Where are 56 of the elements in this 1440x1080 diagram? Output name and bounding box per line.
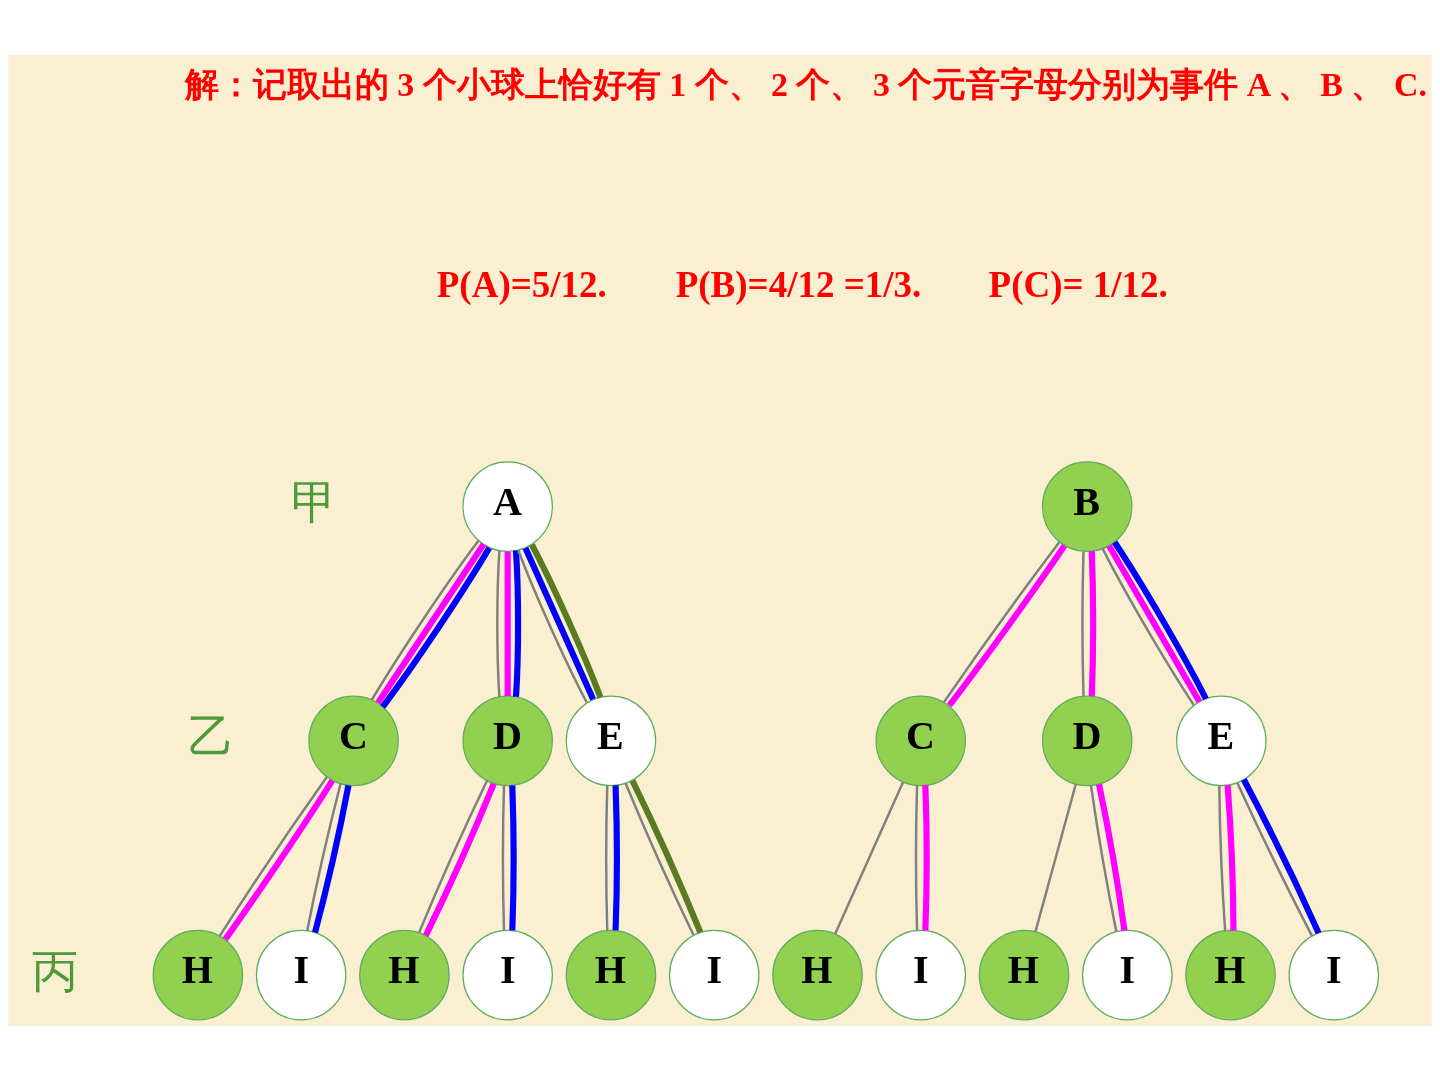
connector	[1034, 783, 1077, 932]
connector	[1224, 784, 1237, 930]
node-circle: D	[462, 695, 553, 786]
node-circle: H	[152, 929, 244, 1020]
label: 甲	[291, 474, 338, 529]
connector	[1101, 547, 1195, 706]
node-circle: H	[565, 929, 657, 1020]
connector	[922, 784, 930, 931]
connector	[501, 785, 506, 930]
node-circle: I	[1081, 929, 1173, 1020]
node-circle: I	[255, 929, 347, 1020]
node-circle: I	[668, 929, 760, 1020]
label: 乙	[187, 708, 234, 763]
connector	[522, 546, 596, 701]
node-circle: I	[875, 929, 967, 1020]
node-circle: I	[1288, 929, 1380, 1020]
node-circle: H	[359, 929, 450, 1020]
connector	[1088, 550, 1097, 696]
connector	[1218, 785, 1227, 931]
connector	[1081, 551, 1085, 696]
connector	[306, 782, 342, 931]
label: 丙	[32, 943, 79, 998]
node-circle: H	[772, 929, 863, 1020]
connector	[624, 782, 695, 935]
node-circle: A	[462, 460, 553, 552]
connector	[417, 779, 489, 933]
connector	[504, 551, 511, 696]
connector	[612, 784, 620, 931]
node-circle: H	[978, 929, 1070, 1020]
connector	[517, 549, 588, 703]
connector	[423, 782, 497, 937]
node-circle: B	[1041, 460, 1133, 552]
connector	[529, 542, 604, 698]
connector	[629, 778, 704, 933]
connector	[1096, 783, 1128, 931]
label: P(A)=5/12.	[436, 263, 607, 305]
label: 解：记取出的 3 个小球上恰好有 1 个、 2 个、 3 个元音字母分别为事件 A 、 B 、 C.	[184, 65, 1427, 103]
connector	[312, 784, 352, 933]
connector	[605, 785, 609, 930]
connector	[1241, 777, 1322, 934]
connector	[512, 549, 522, 697]
connector	[496, 549, 501, 697]
label: P(C)= 1/12.	[988, 263, 1168, 305]
connector	[1236, 781, 1314, 937]
connector	[914, 785, 919, 930]
node-circle: E	[565, 695, 657, 786]
label: P(B)=4/12 =1/3.	[675, 263, 922, 305]
connector	[1089, 785, 1118, 932]
node-circle: C	[875, 695, 967, 786]
connector	[509, 784, 517, 931]
node-circle: E	[1176, 695, 1267, 786]
node-circle: H	[1185, 929, 1276, 1020]
node-circle: D	[1041, 695, 1133, 786]
node-circle: I	[462, 929, 553, 1020]
connector	[834, 781, 905, 934]
node-circle: C	[308, 695, 399, 786]
